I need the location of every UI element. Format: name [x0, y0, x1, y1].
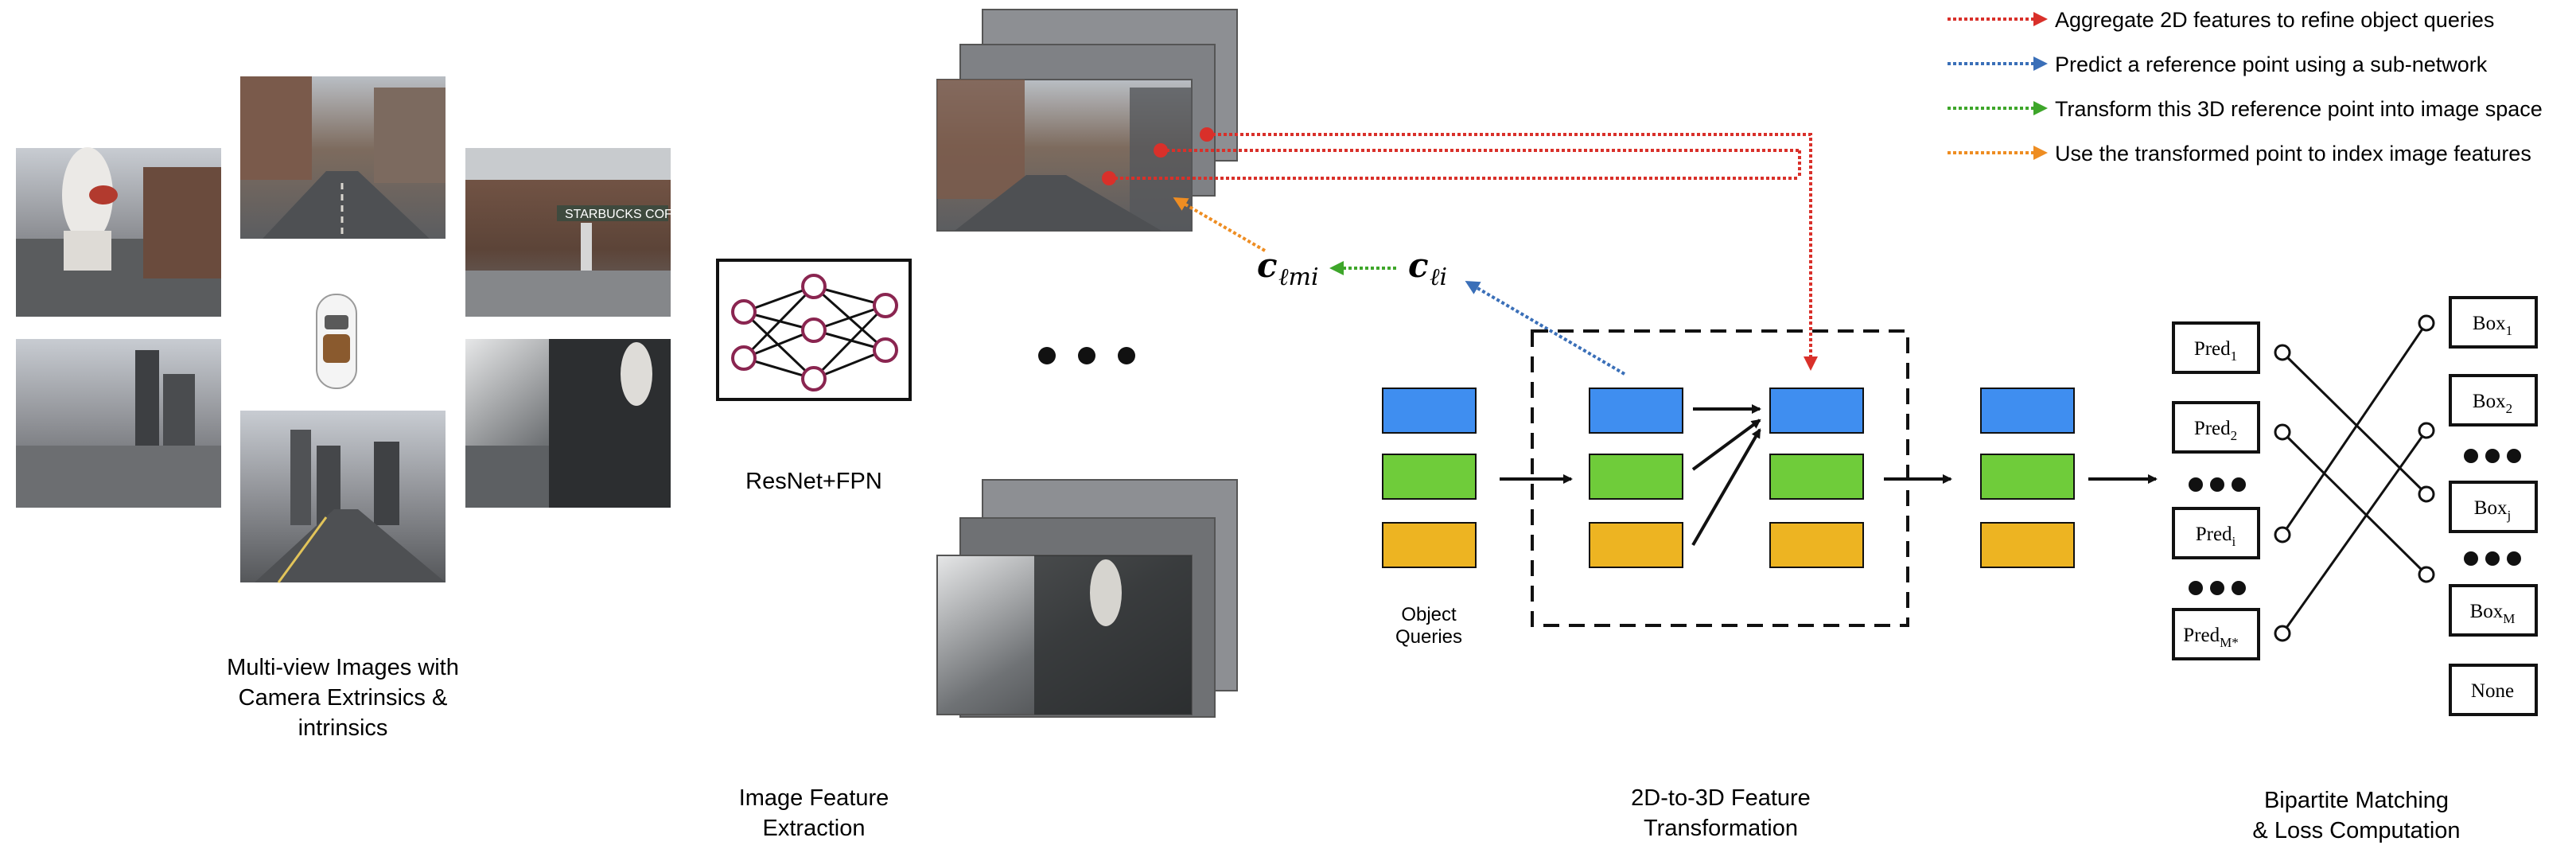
backbone-network-icon: [716, 259, 912, 401]
svg-text:& Loss Computation: & Loss Computation: [2252, 818, 2460, 843]
svg-text:c: c: [1408, 246, 1429, 285]
query-blue: [1980, 388, 2075, 434]
camera-image-back-left: [16, 339, 221, 508]
svg-text:Multi-view Images with: Multi-view Images with: [227, 655, 459, 680]
ego-car-icon: [316, 294, 357, 389]
caption-transformation: 2D-to-3D Feature Transformation: [1631, 785, 1811, 841]
predict-reference-arrow: [1465, 280, 1626, 376]
pred-i: Predi: [2172, 507, 2260, 559]
box-ellipsis-2: [2464, 551, 2521, 566]
multiview-images: STARBUCKS COFFEE: [16, 76, 697, 583]
svg-text:ℓmi: ℓmi: [1278, 263, 1319, 291]
svg-text:Bipartite Matching: Bipartite Matching: [2264, 788, 2449, 813]
bipartite-matching-lines: [2281, 322, 2428, 634]
svg-text:PredM*: PredM*: [2183, 625, 2238, 650]
caption-matching: Bipartite Matching & Loss Computation: [2252, 788, 2460, 843]
legend-item-aggregate: Aggregate 2D features to refine object q…: [1948, 8, 2494, 32]
query-blue: [1382, 388, 1477, 434]
box-ellipsis-1: [2464, 449, 2521, 463]
query-yellow: [1769, 522, 1864, 568]
box-2: Box2: [2449, 374, 2538, 426]
svg-text:None: None: [2471, 680, 2514, 702]
svg-text:Box2: Box2: [2473, 391, 2512, 416]
box-none: None: [2449, 664, 2538, 716]
refined-queries: [1980, 388, 2075, 568]
box-1: Box1: [2449, 296, 2538, 349]
svg-text:Camera Extrinsics &: Camera Extrinsics &: [239, 685, 448, 711]
math-c-lmi: c ℓmi: [1257, 246, 1319, 291]
legend-label-aggregate: Aggregate 2D features to refine object q…: [2055, 8, 2494, 32]
legend-label-transform: Transform this 3D reference point into i…: [2055, 97, 2543, 121]
camera-image-front-right: STARBUCKS COFFEE: [465, 148, 697, 317]
object-queries-label-line2: Queries: [1395, 626, 1462, 648]
index-arrow: [1173, 197, 1267, 252]
svg-text:Transformation: Transformation: [1644, 816, 1798, 841]
object-queries: [1382, 388, 1477, 568]
caption-multiview: Multi-view Images with Camera Extrinsics…: [227, 655, 459, 741]
pred-2: Pred2: [2172, 401, 2260, 454]
math-c-li: c ℓi: [1408, 246, 1447, 291]
svg-text:intrinsics: intrinsics: [298, 715, 388, 741]
legend: Aggregate 2D features to refine object q…: [1948, 8, 2543, 166]
query-yellow: [1382, 522, 1477, 568]
transformer-output-queries: [1769, 388, 1864, 568]
svg-text:Pred1: Pred1: [2194, 338, 2237, 364]
feature-map-stack-front: [936, 9, 1238, 232]
query-blue: [1769, 388, 1864, 434]
transformer-input-queries: [1589, 388, 1683, 568]
query-green: [1589, 454, 1683, 500]
svg-text:BoxM: BoxM: [2470, 601, 2516, 626]
refinement-arrows: [1691, 404, 1761, 547]
svg-text:STARBUCKS COFFEE: STARBUCKS COFFEE: [565, 208, 697, 221]
camera-image-front-left: [16, 147, 221, 317]
pred-ellipsis-2: [2189, 581, 2246, 595]
box-m: BoxM: [2449, 584, 2538, 637]
camera-image-back: [240, 411, 446, 583]
query-yellow: [1589, 522, 1683, 568]
svg-text:Predi: Predi: [2196, 524, 2236, 549]
query-yellow: [1980, 522, 2075, 568]
aggregate-arrows: [1109, 133, 1818, 371]
svg-text:Box1: Box1: [2473, 313, 2512, 338]
legend-item-predict: Predict a reference point using a sub-ne…: [1948, 53, 2488, 76]
svg-text:2D-to-3D Feature: 2D-to-3D Feature: [1631, 785, 1811, 811]
svg-text:Image Feature: Image Feature: [739, 785, 889, 811]
pred-ellipsis-1: [2189, 477, 2246, 492]
query-green: [1769, 454, 1864, 500]
pred-1: Pred1: [2172, 321, 2260, 374]
pred-m-star: PredM*: [2172, 608, 2260, 660]
box-j: Boxj: [2449, 481, 2538, 533]
legend-item-transform: Transform this 3D reference point into i…: [1948, 97, 2543, 121]
svg-text:Extraction: Extraction: [763, 816, 866, 841]
camera-image-front: [240, 76, 446, 239]
prediction-boxes: Pred1 Pred2 Predi PredM*: [2172, 321, 2260, 660]
query-blue: [1589, 388, 1683, 434]
object-queries-label-line1: Object: [1401, 604, 1457, 625]
svg-text:ℓi: ℓi: [1430, 263, 1447, 291]
caption-feature-extraction: Image Feature Extraction: [739, 785, 889, 841]
feature-map-stack-back: [936, 479, 1238, 718]
svg-text:Boxj: Boxj: [2474, 497, 2511, 523]
legend-item-index: Use the transformed point to index image…: [1948, 142, 2531, 166]
svg-text:Pred2: Pred2: [2194, 418, 2237, 443]
legend-label-index: Use the transformed point to index image…: [2055, 142, 2531, 166]
backbone-label: ResNet+FPN: [745, 469, 882, 494]
legend-label-predict: Predict a reference point using a sub-ne…: [2055, 53, 2488, 76]
matching-nodes: [2274, 314, 2435, 642]
svg-text:c: c: [1257, 246, 1278, 285]
query-green: [1980, 454, 2075, 500]
ground-truth-boxes: Box1 Box2 Boxj BoxM: [2449, 296, 2538, 716]
query-green: [1382, 454, 1477, 500]
ellipsis-dots: [1038, 347, 1135, 364]
camera-image-back-right: [465, 339, 671, 508]
